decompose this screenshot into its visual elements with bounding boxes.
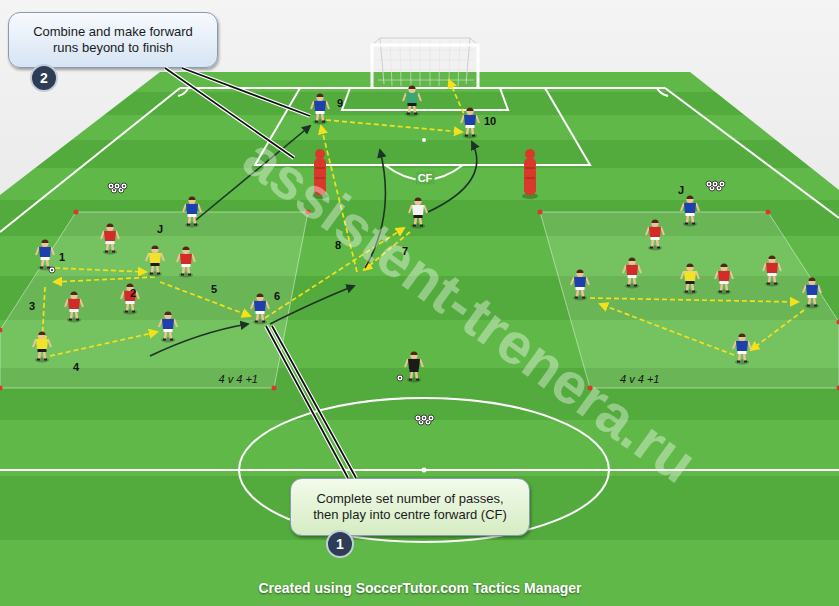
goal	[372, 38, 478, 88]
watermark: assistent-trenera.ru	[234, 127, 706, 492]
player-label: J	[678, 185, 684, 196]
zone-corner	[837, 320, 839, 325]
pass-number: 10	[484, 116, 496, 127]
run-line	[428, 142, 477, 212]
ball-pile	[108, 183, 127, 193]
zone-corner	[272, 386, 277, 391]
callout-number: 2	[30, 64, 58, 92]
red-player	[715, 263, 733, 294]
callout-text: Combine and make forward runs beyond to …	[21, 24, 205, 57]
yellow-player	[146, 245, 164, 276]
player-label: CF	[416, 172, 435, 185]
red-player	[646, 219, 664, 250]
pass-number: 2	[130, 288, 136, 299]
pass-number: 8	[335, 240, 341, 251]
zone-corner	[0, 386, 3, 391]
blue-player	[251, 293, 269, 324]
red-player	[65, 291, 83, 322]
corner-arc	[178, 88, 188, 96]
centre-spot	[422, 468, 427, 473]
pass-line	[50, 332, 157, 356]
goal-line	[180, 87, 665, 89]
yellow-player	[681, 263, 699, 294]
pass-line	[590, 298, 798, 302]
blue-player	[803, 277, 821, 308]
pass-number: 4	[73, 362, 79, 373]
ball-pile	[415, 415, 434, 425]
touchline	[0, 88, 180, 232]
pass-number: 6	[274, 291, 280, 302]
penalty-spot	[422, 138, 426, 142]
leader-lines	[165, 68, 356, 478]
ball	[397, 375, 403, 381]
goalkeeper	[403, 85, 421, 116]
red-player	[101, 223, 119, 254]
centre-forward	[409, 197, 427, 228]
players	[33, 85, 821, 382]
halfway-line	[0, 469, 839, 471]
callout-box: Combine and make forward runs beyond to …	[8, 12, 218, 68]
pass-line	[54, 277, 155, 282]
blue-player	[183, 196, 201, 227]
zone-corner	[538, 210, 543, 215]
zone-corner	[837, 386, 839, 391]
blue-player	[733, 333, 751, 364]
blue-player	[311, 93, 329, 124]
pass-number: 5	[211, 284, 217, 295]
zone-label: 4 v 4 +1	[219, 373, 258, 385]
yellow-player	[33, 331, 51, 362]
mannequin	[522, 149, 538, 199]
pass-line	[600, 304, 734, 355]
player-label: J	[157, 224, 163, 235]
grass-stripes	[0, 72, 839, 606]
blue-player	[571, 269, 589, 300]
pass-lines	[42, 80, 804, 356]
pass-number: 7	[402, 246, 408, 257]
pass-number: 3	[29, 301, 35, 312]
callout-number-text: 1	[336, 537, 344, 551]
callout-number: 1	[326, 530, 354, 558]
zone-label: 4 v 4 +1	[620, 373, 659, 385]
red-player	[623, 257, 641, 288]
pass-number: 9	[337, 98, 343, 109]
red-player	[763, 255, 781, 286]
penalty-box	[255, 88, 590, 165]
blue-player	[461, 107, 479, 138]
zone-corner	[766, 210, 771, 215]
callout-number-text: 2	[40, 71, 48, 85]
zone-corner	[0, 328, 3, 333]
callout-box: Complete set number of passes, then play…	[290, 478, 530, 536]
pass-line	[160, 282, 250, 316]
pass-line	[55, 268, 146, 272]
corner-arc	[657, 88, 668, 96]
centre-circle	[239, 398, 609, 542]
red-player	[177, 246, 195, 277]
red-player	[121, 283, 139, 314]
pitch-lines	[0, 88, 839, 542]
blue-player	[159, 311, 177, 342]
ball-pile	[706, 181, 725, 191]
credit-text: Created using SoccerTutor.com Tactics Ma…	[258, 581, 581, 595]
pass-line	[326, 120, 462, 132]
pass-number: 1	[59, 252, 65, 263]
blue-player	[36, 239, 54, 270]
goal-area	[342, 88, 508, 110]
zone-corner	[74, 210, 79, 215]
run-line	[270, 286, 354, 324]
zone-fill	[0, 212, 308, 388]
pass-line	[751, 310, 804, 350]
callout-text: Complete set number of passes, then play…	[303, 491, 517, 524]
ball	[49, 267, 55, 273]
blue-player	[681, 195, 699, 226]
coach	[405, 351, 423, 382]
